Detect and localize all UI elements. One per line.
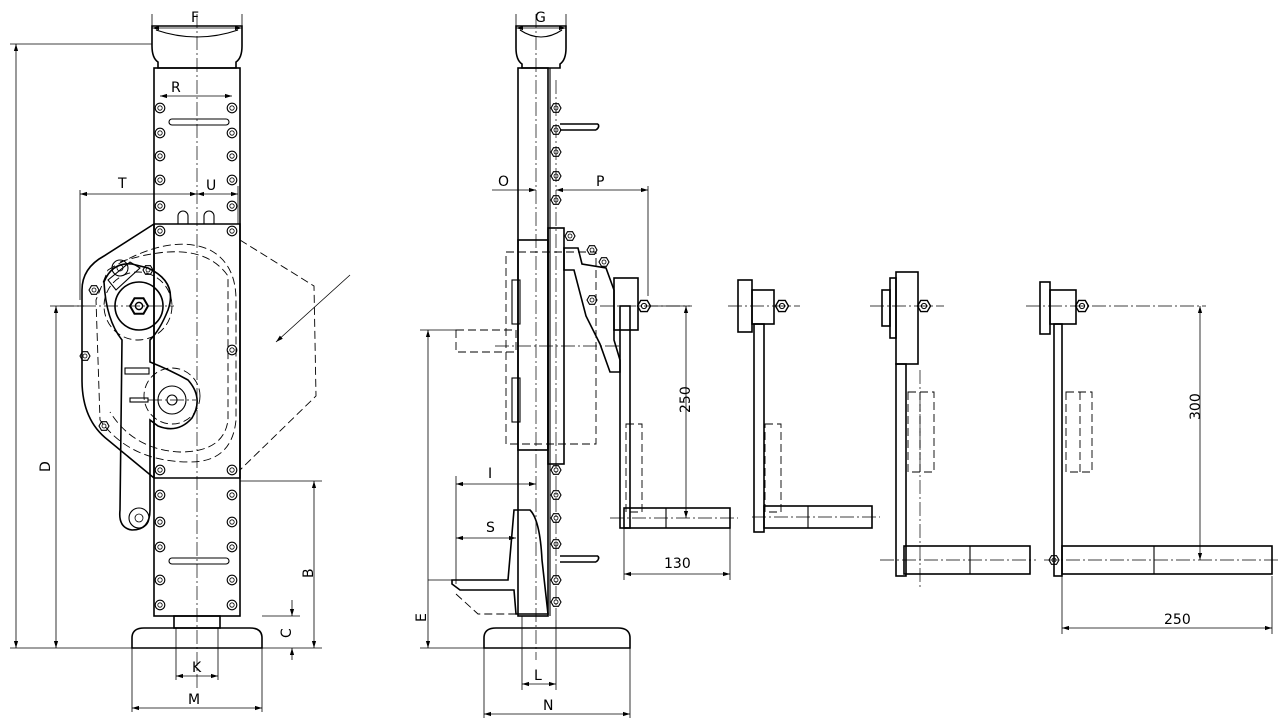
label-K: K: [192, 660, 202, 676]
dim-300: 300: [1188, 393, 1204, 420]
label-T: T: [117, 176, 127, 192]
label-R: R: [171, 80, 181, 96]
label-U: U: [206, 178, 216, 194]
label-M: M: [188, 692, 200, 708]
label-S: S: [486, 520, 495, 536]
label-P: P: [596, 174, 604, 190]
label-C: C: [279, 628, 295, 638]
label-B: B: [301, 568, 317, 578]
label-O: O: [498, 174, 509, 190]
lever-variant-2: [870, 271, 1036, 590]
lever-variant-1: [728, 279, 880, 533]
label-G: G: [535, 10, 546, 26]
label-D: D: [38, 461, 54, 472]
label-F: F: [191, 10, 199, 26]
lever-variant-3: 300 250: [1026, 281, 1280, 634]
label-I: I: [488, 466, 492, 482]
side-view: G O P E I S L N 250 130: [414, 10, 738, 718]
dim-250-side: 250: [678, 386, 694, 413]
dim-250-horizontal: 250: [1164, 612, 1191, 628]
label-N: N: [543, 698, 553, 714]
front-dimensions: [10, 14, 322, 712]
label-L: L: [534, 668, 542, 684]
label-E: E: [414, 613, 430, 622]
dim-130: 130: [664, 556, 691, 572]
side-dimensions: [420, 14, 731, 718]
front-view: F R T U D B C K M: [10, 10, 351, 712]
